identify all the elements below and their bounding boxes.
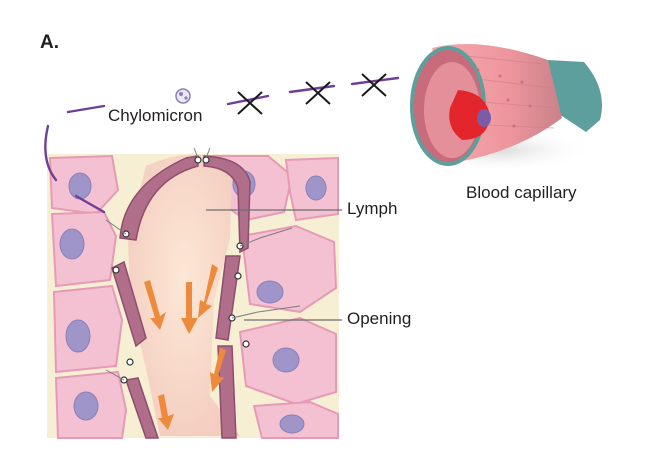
blocked-x-icon (361, 73, 387, 97)
lymph-lumen (128, 154, 240, 437)
cell-nuclei (59, 170, 327, 434)
blocked-route-marks (237, 73, 387, 115)
flow-arrow (198, 264, 218, 318)
chylomicron-particle (175, 88, 191, 104)
panel-label: A. (40, 32, 59, 53)
chylomicron-path (44, 76, 400, 214)
opening-label: Opening (347, 309, 412, 328)
chylomicron-label: Chylomicron (108, 106, 203, 125)
junction-anchors (112, 156, 250, 384)
lymph-flow-arrows (144, 264, 226, 430)
flow-arrow (210, 348, 226, 392)
blood-capillary (402, 44, 602, 172)
blood-capillary-label: Blood capillary (466, 183, 577, 202)
blocked-x-icon (305, 81, 331, 105)
lymph-walls (111, 155, 251, 439)
flow-arrow (181, 282, 198, 334)
blocked-x-icon (237, 91, 263, 115)
red-blood-cell (449, 90, 490, 140)
leader-lines (206, 209, 342, 321)
flow-arrow (144, 280, 166, 330)
anchoring-filaments (105, 147, 301, 381)
flow-arrow (158, 394, 174, 430)
lymph-vessel (105, 147, 301, 439)
lymph-label: Lymph (347, 199, 398, 218)
capillary-outer-band (548, 60, 602, 132)
